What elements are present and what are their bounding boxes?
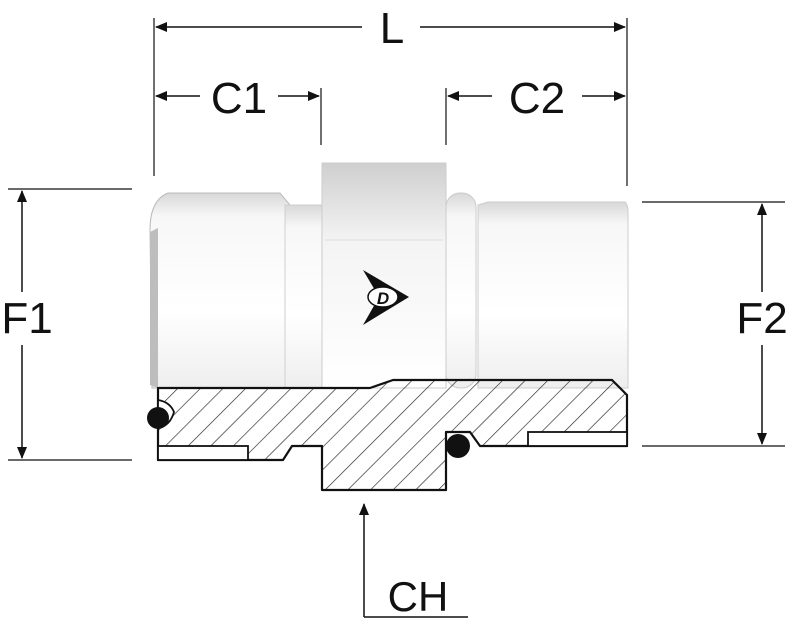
dimension-f1: F1 xyxy=(1,188,132,461)
left-bore xyxy=(157,445,249,461)
left-thread-body xyxy=(149,192,291,389)
fitting-section xyxy=(156,378,629,492)
right-thread-body xyxy=(477,201,629,389)
left-undercut xyxy=(284,204,326,389)
dunlop-arrow-logo-icon: D xyxy=(363,270,409,325)
dimension-c2: C2 xyxy=(445,74,626,145)
dimension-label-c1: C1 xyxy=(211,74,267,123)
left-chamfer xyxy=(150,228,158,388)
hex-nut xyxy=(321,162,447,389)
left-oring xyxy=(147,407,169,429)
dimension-label-l: L xyxy=(380,4,404,53)
dimension-c1: C1 xyxy=(155,74,322,145)
dimension-l: L xyxy=(153,4,628,186)
dimension-label-f1: F1 xyxy=(1,294,52,343)
section-hatched-wall xyxy=(156,378,629,492)
fitting-exterior xyxy=(149,162,629,389)
dimension-label-f2: F2 xyxy=(736,294,787,343)
dimension-f2: F2 xyxy=(642,201,788,447)
right-bore xyxy=(527,431,628,447)
right-oring xyxy=(446,434,470,458)
dimension-label-c2: C2 xyxy=(509,74,565,123)
logo-letter: D xyxy=(377,289,389,308)
dimension-label-ch: CH xyxy=(388,573,449,620)
dimension-ch: CH xyxy=(359,503,468,620)
oring-groove xyxy=(445,192,477,389)
